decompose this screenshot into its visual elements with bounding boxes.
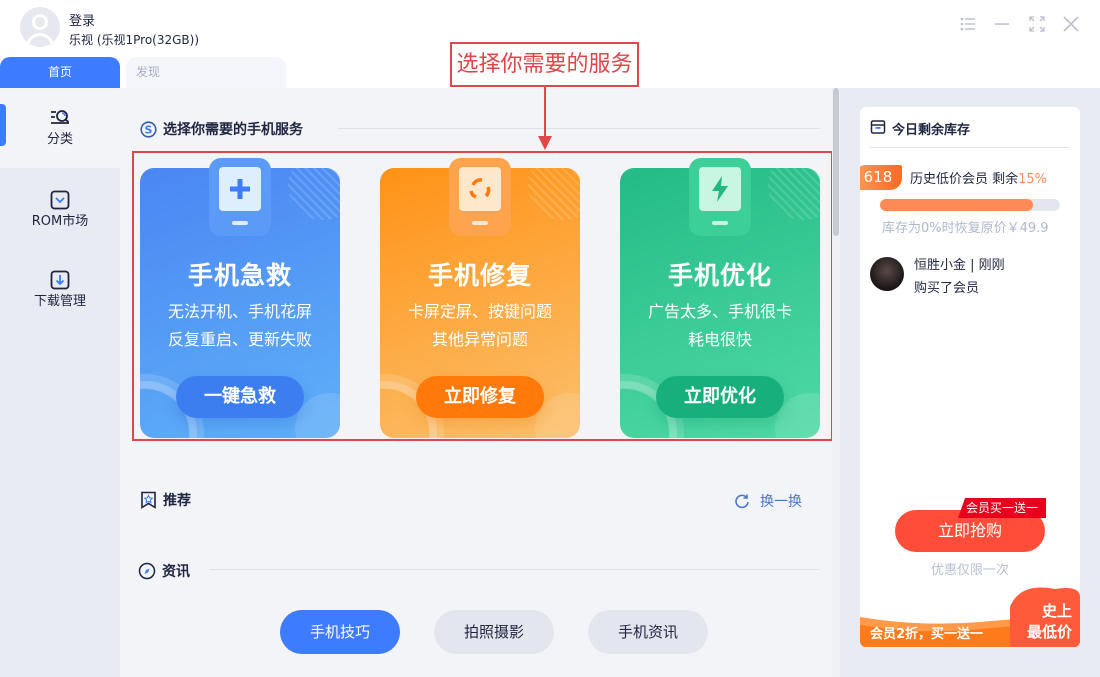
card-description: 无法开机、手机花屏反复重启、更新失败 — [167, 302, 312, 349]
restore-price-note: 库存为0%时恢复原价￥49.9 — [882, 221, 1049, 236]
services-section-title: S 选择你需要的手机服务 — [140, 119, 303, 139]
news-tab-photography[interactable]: 拍照摄影 — [434, 610, 554, 654]
card-description: 卡屏定屏、按键问题其他异常问题 — [407, 302, 552, 349]
buyer-name: 恒胜小金 | 刚刚 — [914, 258, 1005, 273]
scrollbar-thumb[interactable] — [833, 88, 839, 236]
annotation-highlight-box — [132, 151, 833, 441]
annotation-arrow-head-icon — [538, 136, 552, 150]
refresh-button[interactable]: 换一换 — [734, 491, 802, 511]
download-icon — [50, 270, 70, 290]
panel-divider — [870, 147, 1070, 148]
tab-discover[interactable]: 发现 — [126, 57, 286, 88]
phone-optimize-icon — [689, 158, 751, 236]
sidebar: 分类 ROM市场 下载管理 — [0, 88, 120, 677]
news-tab-phone-news[interactable]: 手机资讯 — [588, 610, 708, 654]
buyer-avatar — [870, 257, 904, 291]
close-icon[interactable] — [1061, 14, 1081, 34]
news-tab-tips[interactable]: 手机技巧 — [280, 610, 400, 654]
card-description: 广告太多、手机很卡耗电很快 — [647, 302, 792, 349]
recommend-title-text: 推荐 — [163, 493, 191, 509]
news-section-title: 资讯 — [138, 561, 190, 581]
repair-button[interactable]: 立即修复 — [416, 376, 544, 418]
news-title-text: 资讯 — [162, 564, 190, 580]
svg-text:S: S — [145, 123, 153, 136]
tab-home[interactable]: 首页 — [0, 57, 120, 88]
recommend-section-title: 推荐 — [140, 490, 191, 510]
refresh-icon — [469, 178, 491, 199]
scrollbar-track[interactable] — [832, 88, 840, 677]
refresh-icon — [735, 494, 749, 509]
avatar-body-icon — [26, 33, 54, 47]
annotation-arrow-line — [544, 87, 546, 141]
promo-618-badge: 618 — [860, 165, 902, 190]
user-avatar[interactable] — [20, 7, 60, 47]
card-title: 手机优化 — [667, 261, 772, 290]
lightning-icon — [712, 176, 728, 202]
phone-rescue-icon — [209, 158, 271, 236]
optimize-button[interactable]: 立即优化 — [656, 376, 784, 418]
services-divider — [338, 128, 820, 129]
service-s-icon: S — [140, 120, 157, 138]
sidebar-item-rom-market[interactable]: ROM市场 — [0, 178, 120, 258]
login-link[interactable]: 登录 — [69, 14, 96, 29]
plus-icon — [230, 179, 250, 199]
card-title: 手机急救 — [187, 261, 292, 290]
sidebar-item-label: 下载管理 — [33, 294, 86, 309]
services-title-text: 选择你需要的手机服务 — [163, 122, 303, 138]
annotation-label: 选择你需要的服务 — [450, 42, 639, 87]
promo-banner-text: 会员2折，买一送一 — [870, 627, 984, 642]
sidebar-item-download-manager[interactable]: 下载管理 — [0, 258, 120, 338]
menu-icon[interactable] — [958, 14, 978, 34]
device-name: 乐视 (乐视1Pro(32GB)) — [69, 33, 200, 47]
compass-icon — [138, 562, 156, 580]
refresh-label: 换一换 — [760, 494, 802, 510]
phone-repair-icon — [449, 158, 511, 236]
buy-one-get-one-tag: 会员买一送一 — [958, 498, 1046, 518]
minimize-icon[interactable] — [992, 14, 1012, 34]
sidebar-item-label: 分类 — [46, 132, 73, 147]
panel-title: 今日剩余库存 — [892, 123, 971, 138]
fullscreen-icon[interactable] — [1027, 14, 1047, 34]
rescue-button[interactable]: 一键急救 — [176, 376, 304, 418]
avatar-head-icon — [32, 14, 48, 30]
sidebar-item-label: ROM市场 — [31, 214, 89, 229]
inventory-panel: 今日剩余库存 618 历史低价会员 剩余15% 库存为0%时恢复原价￥49.9 … — [860, 107, 1080, 647]
inventory-progress-bar — [880, 199, 1060, 211]
box-icon — [870, 120, 886, 134]
inventory-item-text: 历史低价会员 剩余15% — [910, 172, 1048, 187]
active-indicator — [0, 104, 6, 146]
promo-banner-wave — [860, 587, 1080, 647]
rom-market-icon — [50, 190, 70, 210]
remaining-percent: 15% — [1018, 172, 1048, 187]
card-title: 手机修复 — [427, 261, 532, 290]
promo-lowest-price: 史上最低价 — [1026, 602, 1072, 641]
category-search-icon — [51, 110, 70, 124]
limit-note: 优惠仅限一次 — [930, 563, 1009, 578]
service-card-optimize[interactable]: 手机优化 广告太多、手机很卡耗电很快 立即优化 — [620, 168, 820, 438]
buyer-action: 购买了会员 — [914, 281, 980, 296]
progress-fill — [880, 199, 1033, 211]
bookmark-star-icon — [141, 491, 156, 509]
sidebar-item-category[interactable]: 分类 — [0, 88, 120, 168]
news-divider — [210, 569, 820, 570]
